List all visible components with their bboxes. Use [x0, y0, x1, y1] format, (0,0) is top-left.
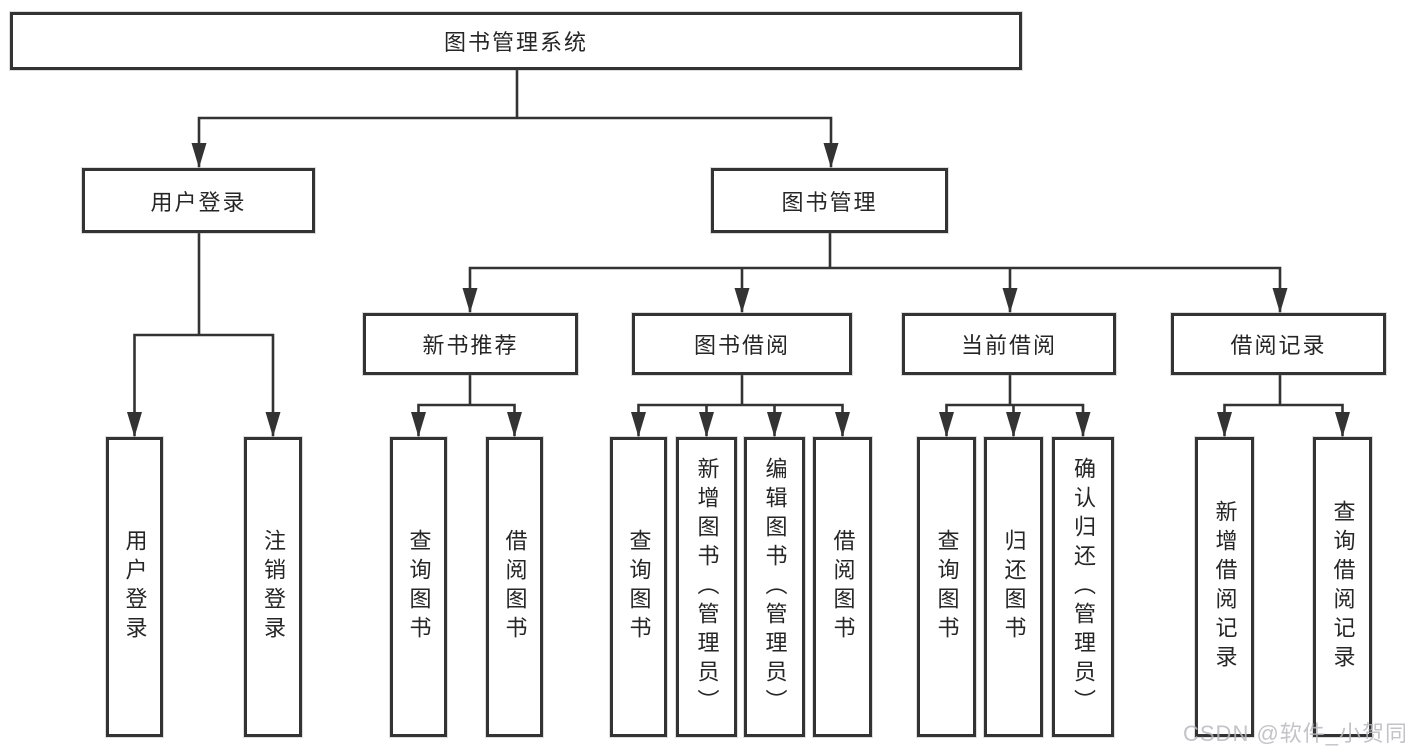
leaf-return-books: 归还图书: [984, 437, 1043, 737]
leaf-current-query-books-label: 查询图书: [934, 529, 960, 645]
leaf-add-borrow-record: 新增借阅记录: [1195, 437, 1254, 737]
leaf-add-books-admin-label: 新增图书（管理员）: [694, 456, 720, 718]
leaf-edit-books-admin: 编辑图书（管理员）: [744, 437, 805, 737]
leaf-borrow-books-label: 借阅图书: [830, 529, 856, 645]
leaf-current-query-books: 查询图书: [917, 437, 976, 737]
node-book-borrow: 图书借阅: [632, 313, 852, 375]
node-new-book-recommend: 新书推荐: [363, 313, 578, 375]
leaf-query-borrow-record-label: 查询借阅记录: [1330, 500, 1356, 674]
node-root-system: 图书管理系统: [10, 12, 1022, 70]
leaf-borrow-books: 借阅图书: [813, 437, 872, 737]
csdn-watermark: CSDN @软件_小贺同学: [1183, 721, 1405, 746]
leaf-confirm-return-admin: 确认归还（管理员）: [1052, 437, 1114, 737]
leaf-user-login-label: 用户登录: [122, 529, 148, 645]
node-user-login: 用户登录: [82, 168, 315, 233]
leaf-add-books-admin: 新增图书（管理员）: [676, 437, 737, 737]
connector-segments: [133, 68, 1344, 437]
leaf-edit-books-admin-label: 编辑图书（管理员）: [762, 456, 788, 718]
leaf-borrow-query-books-label: 查询图书: [626, 529, 652, 645]
leaf-return-books-label: 归还图书: [1001, 529, 1027, 645]
leaf-logout-label: 注销登录: [261, 529, 286, 645]
leaf-recommend-query-books-label: 查询图书: [406, 529, 432, 645]
node-book-management: 图书管理: [711, 168, 948, 233]
leaf-borrow-query-books: 查询图书: [610, 437, 667, 737]
leaf-logout: 注销登录: [244, 437, 302, 737]
leaf-recommend-query-books: 查询图书: [390, 437, 447, 737]
leaf-recommend-borrow-books-label: 借阅图书: [502, 529, 528, 645]
node-borrow-records: 借阅记录: [1171, 313, 1386, 375]
leaf-confirm-return-admin-label: 确认归还（管理员）: [1071, 456, 1096, 718]
leaf-recommend-borrow-books: 借阅图书: [486, 437, 543, 737]
leaf-add-borrow-record-label: 新增借阅记录: [1212, 500, 1238, 674]
leaf-user-login: 用户登录: [106, 437, 163, 737]
node-current-borrow: 当前借阅: [902, 313, 1116, 375]
arrowheads: [127, 143, 1350, 437]
leaf-query-borrow-record: 查询借阅记录: [1313, 437, 1372, 737]
